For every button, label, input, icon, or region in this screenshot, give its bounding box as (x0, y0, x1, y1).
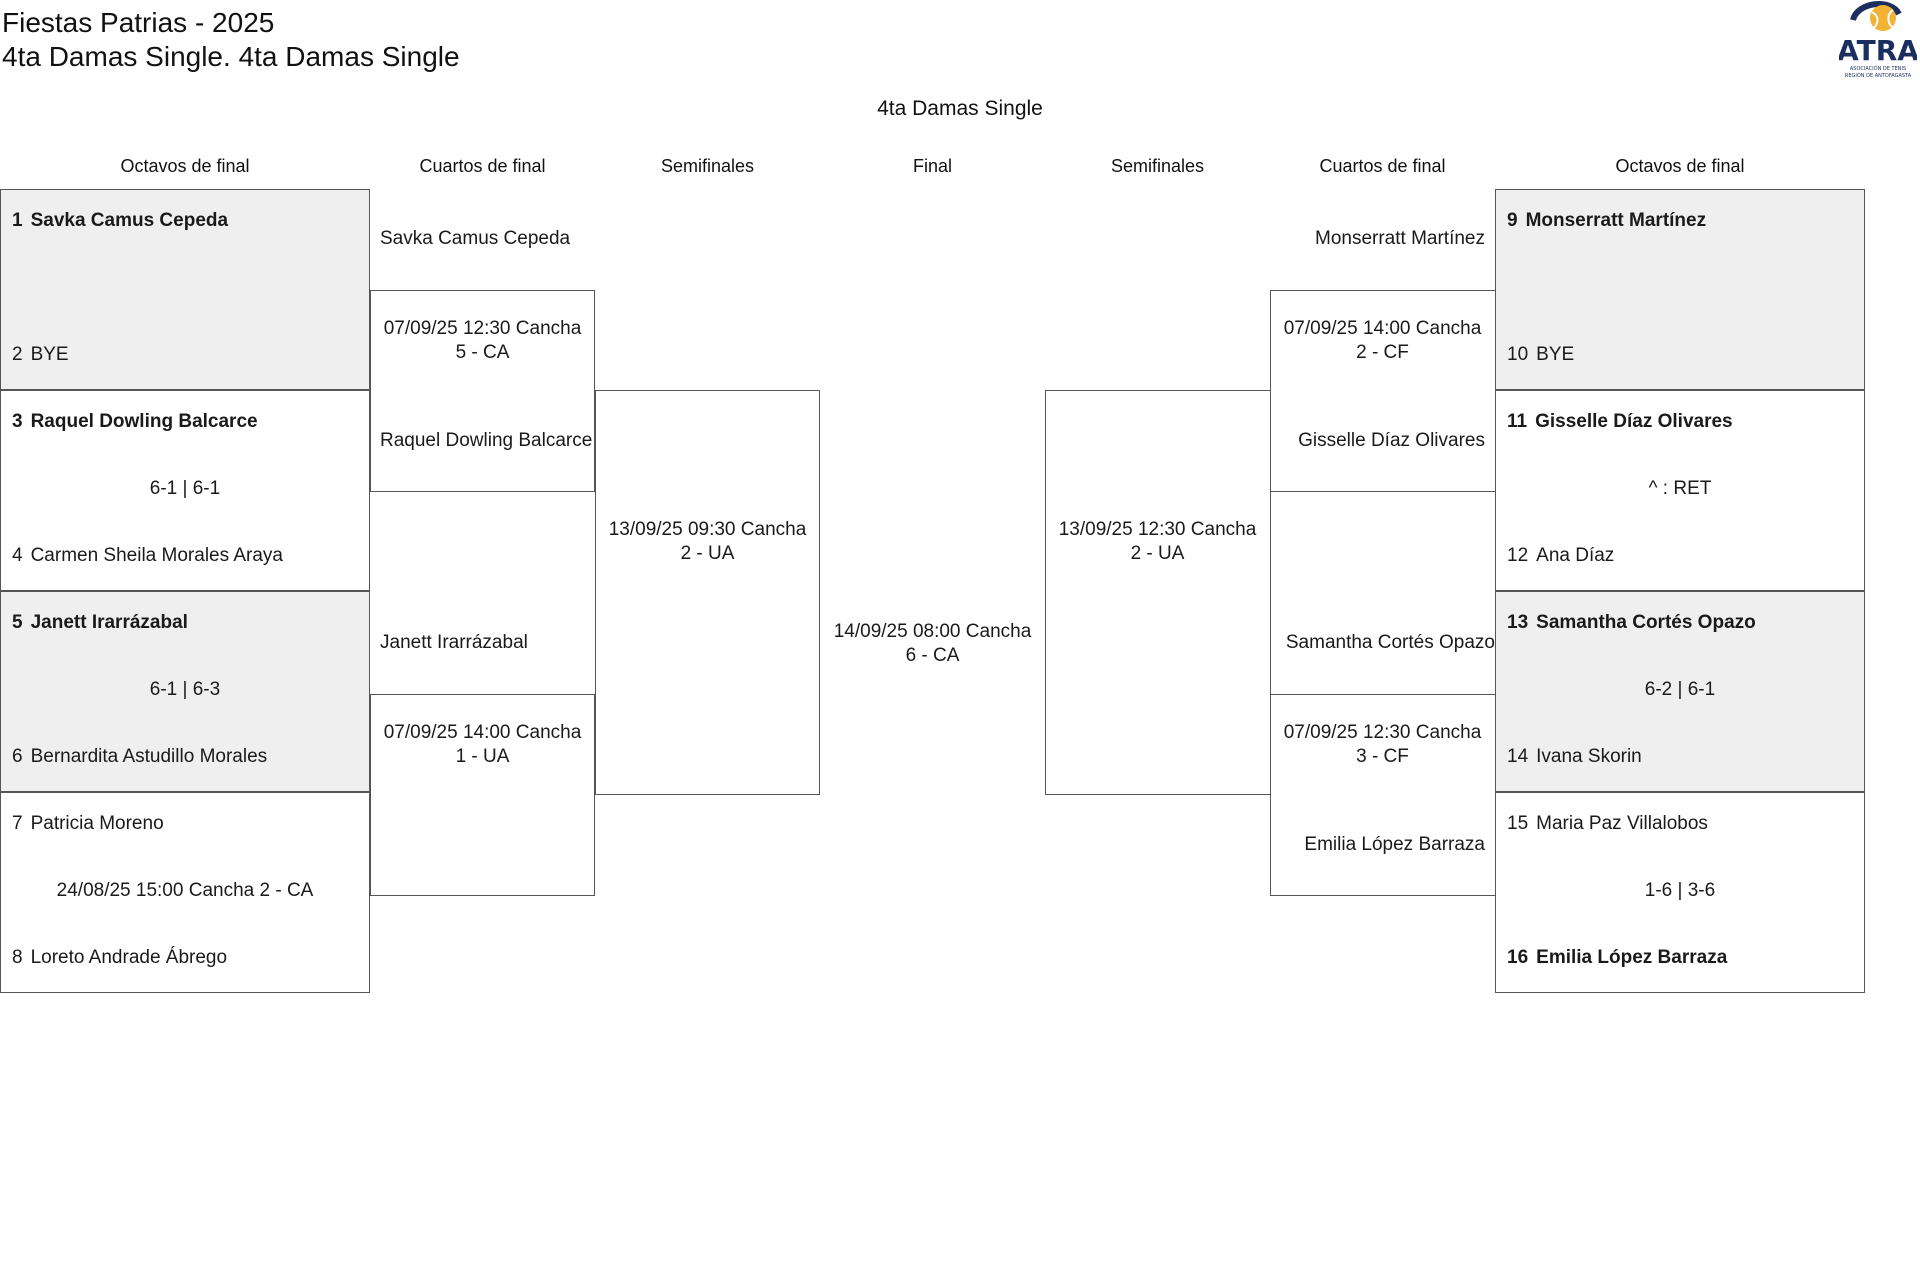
connector-right-sf (1045, 390, 1271, 795)
player-name: Raquel Dowling Balcarce (30, 411, 258, 432)
player-name: Savka Camus Cepeda (30, 210, 229, 231)
round-header-right-r16: Octavos de final (1615, 156, 1745, 176)
seed: 12 (1507, 545, 1529, 566)
seed: 14 (1507, 746, 1529, 767)
qf-player-name: Monserratt Martínez (1315, 228, 1485, 249)
player-name: Monserratt Martínez (1525, 210, 1707, 231)
tennis-ball-logo-icon: ATRA ASOCIACIÓN DE TENIS REGIÓN DE ANTOF… (1837, 0, 1919, 79)
qf-player-name: Emilia López Barraza (1304, 834, 1485, 855)
player-name: Ivana Skorin (1536, 746, 1642, 767)
match-right-r16-2[interactable]: 11 Gisselle Díaz Olivares ^ : RET 12 Ana D… (1495, 390, 1865, 591)
player-name: Emilia López Barraza (1536, 947, 1728, 968)
round-header-left-qf: Cuartos de final (419, 156, 546, 176)
seed: 6 (12, 746, 23, 767)
player-name: Maria Paz Villalobos (1536, 813, 1708, 834)
seed: 2 (12, 344, 23, 365)
seed: 4 (12, 545, 23, 566)
seed: 9 (1507, 210, 1518, 231)
match-result: 6-1 | 6-1 (149, 478, 221, 499)
seed: 7 (12, 813, 23, 834)
seed: 1 (12, 210, 23, 231)
match-right-r16-1[interactable]: 9 Monserratt Martínez 10 BYE (1495, 189, 1865, 390)
seed: 11 (1507, 411, 1528, 432)
seed: 3 (12, 411, 23, 432)
match-left-r16-3[interactable]: 5 Janett Irarrázabal 6-1 | 6-3 6 Bernardit… (0, 591, 370, 792)
seed: 13 (1507, 612, 1529, 633)
player-name: Janett Irarrázabal (30, 612, 188, 633)
round-header-right-sf: Semifinales (1110, 156, 1205, 176)
connector-left-qf-2 (370, 694, 595, 896)
player-name: Bernardita Astudillo Morales (30, 746, 268, 767)
svg-text:ASOCIACIÓN DE TENIS: ASOCIACIÓN DE TENIS (1850, 65, 1906, 72)
player-name: Ana Díaz (1536, 545, 1615, 566)
qf-player-name: Raquel Dowling Balcarce (380, 430, 593, 451)
logo-text: ATRA (1839, 34, 1917, 67)
page-title: Fiestas Patrias - 2025 (2, 7, 275, 38)
player-name: Samantha Cortés Opazo (1536, 612, 1756, 633)
seed: 10 (1507, 344, 1529, 365)
seed: 8 (12, 947, 23, 968)
match-right-r16-4[interactable]: 15 Maria Paz Villalobos 1-6 | 3-6 16 Emili… (1495, 792, 1865, 993)
match-left-r16-4[interactable]: 7 Patricia Moreno 24/08/25 15:00 Cancha 2… (0, 792, 370, 993)
qf-player-name: Samantha Cortés Opazo (1285, 632, 1495, 653)
svg-text:REGIÓN DE ANTOFAGASTA: REGIÓN DE ANTOFAGASTA (1845, 72, 1912, 79)
qf-player-name: Gisselle Díaz Olivares (1298, 430, 1485, 451)
match-result: ^ : RET (1648, 478, 1712, 499)
player-name: Carmen Sheila Morales Araya (30, 545, 283, 566)
match-right-r16-3[interactable]: 13 Samantha Cortés Opazo 6-2 | 6-1 14 Ivan… (1495, 591, 1865, 792)
page-subtitle: 4ta Damas Single. 4ta Damas Single (2, 41, 460, 72)
qf-player-name: Janett Irarrázabal (380, 632, 528, 653)
match-schedule: 24/08/25 15:00 Cancha 2 - CA (56, 880, 314, 901)
round-header-right-qf: Cuartos de final (1319, 156, 1446, 176)
player-name: Loreto Andrade Ábrego (30, 947, 228, 968)
bracket-title: 4ta Damas Single (877, 97, 1043, 120)
seed: 5 (12, 612, 23, 633)
player-name: BYE (1536, 344, 1575, 365)
match-left-r16-2[interactable]: 3 Raquel Dowling Balcarce 6-1 | 6-1 4 Carm… (0, 390, 370, 591)
round-header-left-r16: Octavos de final (120, 156, 250, 176)
seed: 15 (1507, 813, 1529, 834)
seed: 16 (1507, 947, 1529, 968)
qf-player-name: Savka Camus Cepeda (380, 228, 571, 249)
player-name: BYE (30, 344, 69, 365)
match-left-r16-1[interactable]: 1 Savka Camus Cepeda 2 BYE (0, 189, 370, 390)
match-result: 1-6 | 3-6 (1644, 880, 1716, 901)
player-name: Gisselle Díaz Olivares (1535, 411, 1733, 432)
round-header-left-sf: Semifinales (660, 156, 755, 176)
match-result: 6-1 | 6-3 (149, 679, 221, 700)
connector-left-sf (595, 390, 820, 795)
match-result: 6-2 | 6-1 (1644, 679, 1716, 700)
atra-logo: ATRA ASOCIACIÓN DE TENIS REGIÓN DE ANTOF… (1837, 0, 1919, 82)
connector-left-qf-1 (370, 290, 595, 492)
round-header-final: Final (912, 156, 952, 176)
player-name: Patricia Moreno (30, 813, 164, 834)
